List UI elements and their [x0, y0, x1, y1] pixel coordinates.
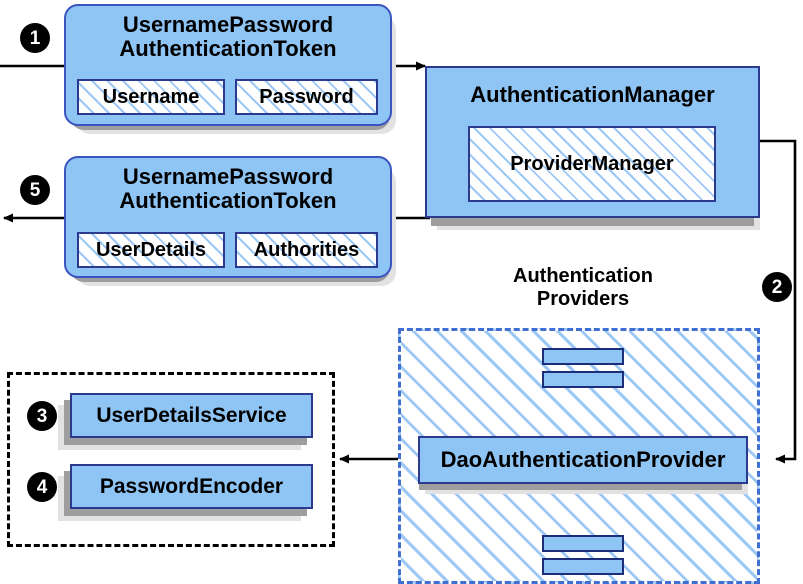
step-marker-4-label: 4	[36, 476, 48, 498]
user-details-service-label: UserDetailsService	[96, 403, 287, 427]
response-token-title-line1: UsernamePassword	[122, 164, 334, 189]
step-marker-5: 5	[20, 175, 50, 205]
request-token-title-line1: UsernamePassword	[122, 12, 334, 37]
response-token-field-authorities[interactable]: Authorities	[235, 232, 378, 268]
response-token-title-line2: AuthenticationToken	[119, 188, 337, 214]
authentication-providers-heading-line1: Authentication	[513, 265, 653, 287]
password-encoder-label: PasswordEncoder	[99, 474, 284, 498]
request-token-field-password[interactable]: Password	[235, 79, 378, 115]
provider-manager-box[interactable]: ProviderManager	[468, 126, 716, 202]
provider-manager-label: ProviderManager	[510, 152, 674, 175]
other-provider-bar-bottom-2	[542, 558, 624, 575]
response-token-title: UsernamePassword AuthenticationToken	[66, 164, 390, 214]
request-token-title: UsernamePassword AuthenticationToken	[66, 12, 390, 62]
other-provider-bar-bottom-1	[542, 535, 624, 552]
step-marker-3: 3	[27, 401, 57, 431]
dao-authentication-provider-label: DaoAuthenticationProvider	[440, 447, 726, 472]
authentication-providers-heading-line2: Providers	[536, 288, 630, 310]
step-marker-1: 1	[20, 23, 50, 53]
response-token-field-userdetails-label: UserDetails	[95, 238, 207, 261]
step-marker-3-label: 3	[36, 405, 48, 427]
response-token-field-userdetails[interactable]: UserDetails	[77, 232, 225, 268]
step-marker-4: 4	[27, 472, 57, 502]
other-provider-bar-top-2	[542, 371, 624, 388]
request-token-title-line2: AuthenticationToken	[119, 36, 337, 62]
password-encoder-box[interactable]: PasswordEncoder	[70, 464, 313, 509]
user-details-service-box[interactable]: UserDetailsService	[70, 393, 313, 438]
response-token-field-authorities-label: Authorities	[253, 238, 360, 261]
step-marker-2-label: 2	[771, 276, 783, 298]
authentication-providers-heading: Authentication Providers	[468, 265, 698, 311]
step-marker-1-label: 1	[29, 27, 41, 49]
request-token-field-password-label: Password	[259, 85, 354, 108]
dao-authentication-provider-box[interactable]: DaoAuthenticationProvider	[418, 436, 748, 484]
collaborators-group	[7, 372, 335, 547]
request-token-field-username-label: Username	[102, 85, 200, 108]
step-marker-2: 2	[762, 272, 792, 302]
request-token-field-username[interactable]: Username	[77, 79, 225, 115]
authentication-manager-title: AuthenticationManager	[470, 82, 715, 107]
step-marker-5-label: 5	[29, 179, 41, 201]
other-provider-bar-top-1	[542, 348, 624, 365]
